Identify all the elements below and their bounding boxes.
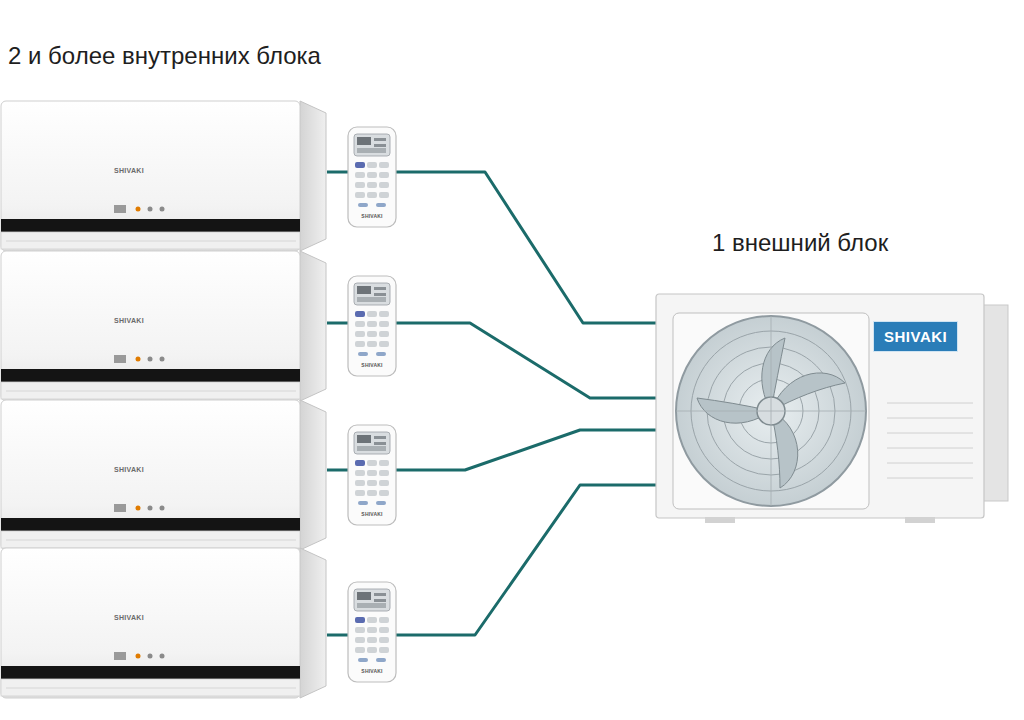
indoor-unit: SHIVAKI	[0, 249, 328, 411]
indoor-unit: SHIVAKI	[0, 546, 328, 708]
brand-logo: SHIVAKI	[114, 466, 144, 473]
unit-caption: 1 внешний блок	[712, 229, 888, 257]
diagram-title: 2 и более внутренних блока	[8, 42, 321, 70]
remote-logo: SHIVAKI	[361, 213, 382, 219]
brand-logo: SHIVAKI	[114, 167, 144, 174]
indoor-unit-drawing	[0, 249, 328, 411]
brand-logo: SHIVAKI	[114, 614, 144, 621]
indoor-unit-drawing	[0, 99, 328, 261]
indoor-unit-drawing	[0, 398, 328, 560]
remote-logo: SHIVAKI	[361, 362, 382, 368]
indoor-unit: SHIVAKI	[0, 398, 328, 560]
indoor-unit: SHIVAKI	[0, 99, 328, 261]
brand-logo: SHIVAKI	[114, 317, 144, 324]
remote-logo: SHIVAKI	[361, 511, 382, 517]
indoor-unit-drawing	[0, 546, 328, 708]
brand-logo: SHIVAKI	[873, 321, 958, 352]
outdoor-unit: SHIVAKI	[655, 293, 1010, 525]
remote-logo: SHIVAKI	[361, 668, 382, 674]
